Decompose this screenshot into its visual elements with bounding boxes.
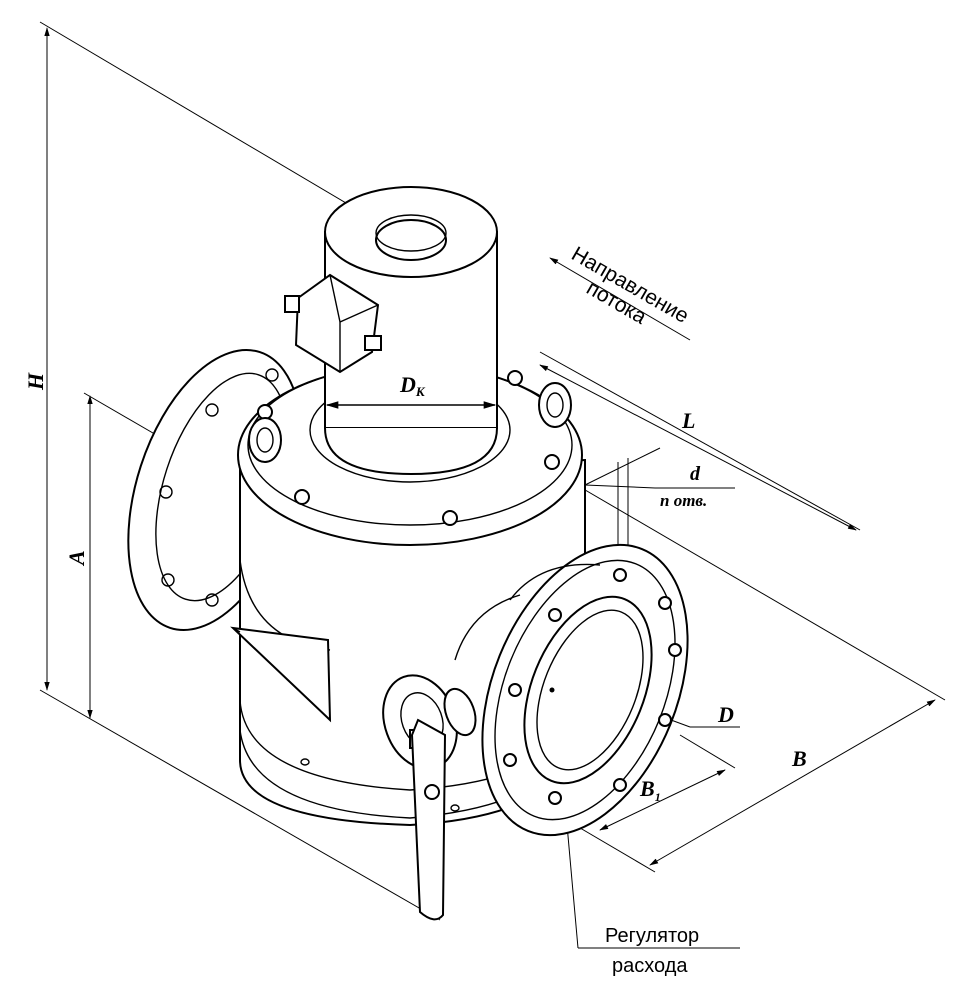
dimension-H xyxy=(39,21,441,921)
label-regulator-2: расхода xyxy=(612,955,688,977)
label-H: H xyxy=(23,372,48,391)
lifting-eye-left xyxy=(248,417,282,463)
dimension-B1 xyxy=(599,734,736,831)
label-regulator-1: Регулятор xyxy=(605,925,699,947)
lifting-eye-right xyxy=(538,382,572,428)
label-D: D xyxy=(717,702,734,727)
base-details xyxy=(300,758,460,812)
label-L: L xyxy=(681,408,695,433)
label-B1: B1 xyxy=(639,776,661,804)
label-B: B xyxy=(791,746,807,771)
label-n-holes: n отв. xyxy=(660,491,707,510)
terminal-box xyxy=(284,273,382,374)
outlet-flange-rear xyxy=(454,563,601,661)
label-A: A xyxy=(64,550,89,567)
label-Dk: DК xyxy=(399,372,426,399)
flow-direction-arrow xyxy=(549,257,691,341)
label-d: d xyxy=(690,463,701,485)
outlet-flange xyxy=(481,543,689,837)
cover-bolts xyxy=(257,370,560,526)
solenoid-coil xyxy=(324,186,498,476)
nameplate xyxy=(230,626,332,723)
flow-regulator xyxy=(382,674,477,921)
dimension-B xyxy=(574,486,946,873)
dimension-A xyxy=(83,392,166,719)
dimension-L xyxy=(539,351,861,531)
